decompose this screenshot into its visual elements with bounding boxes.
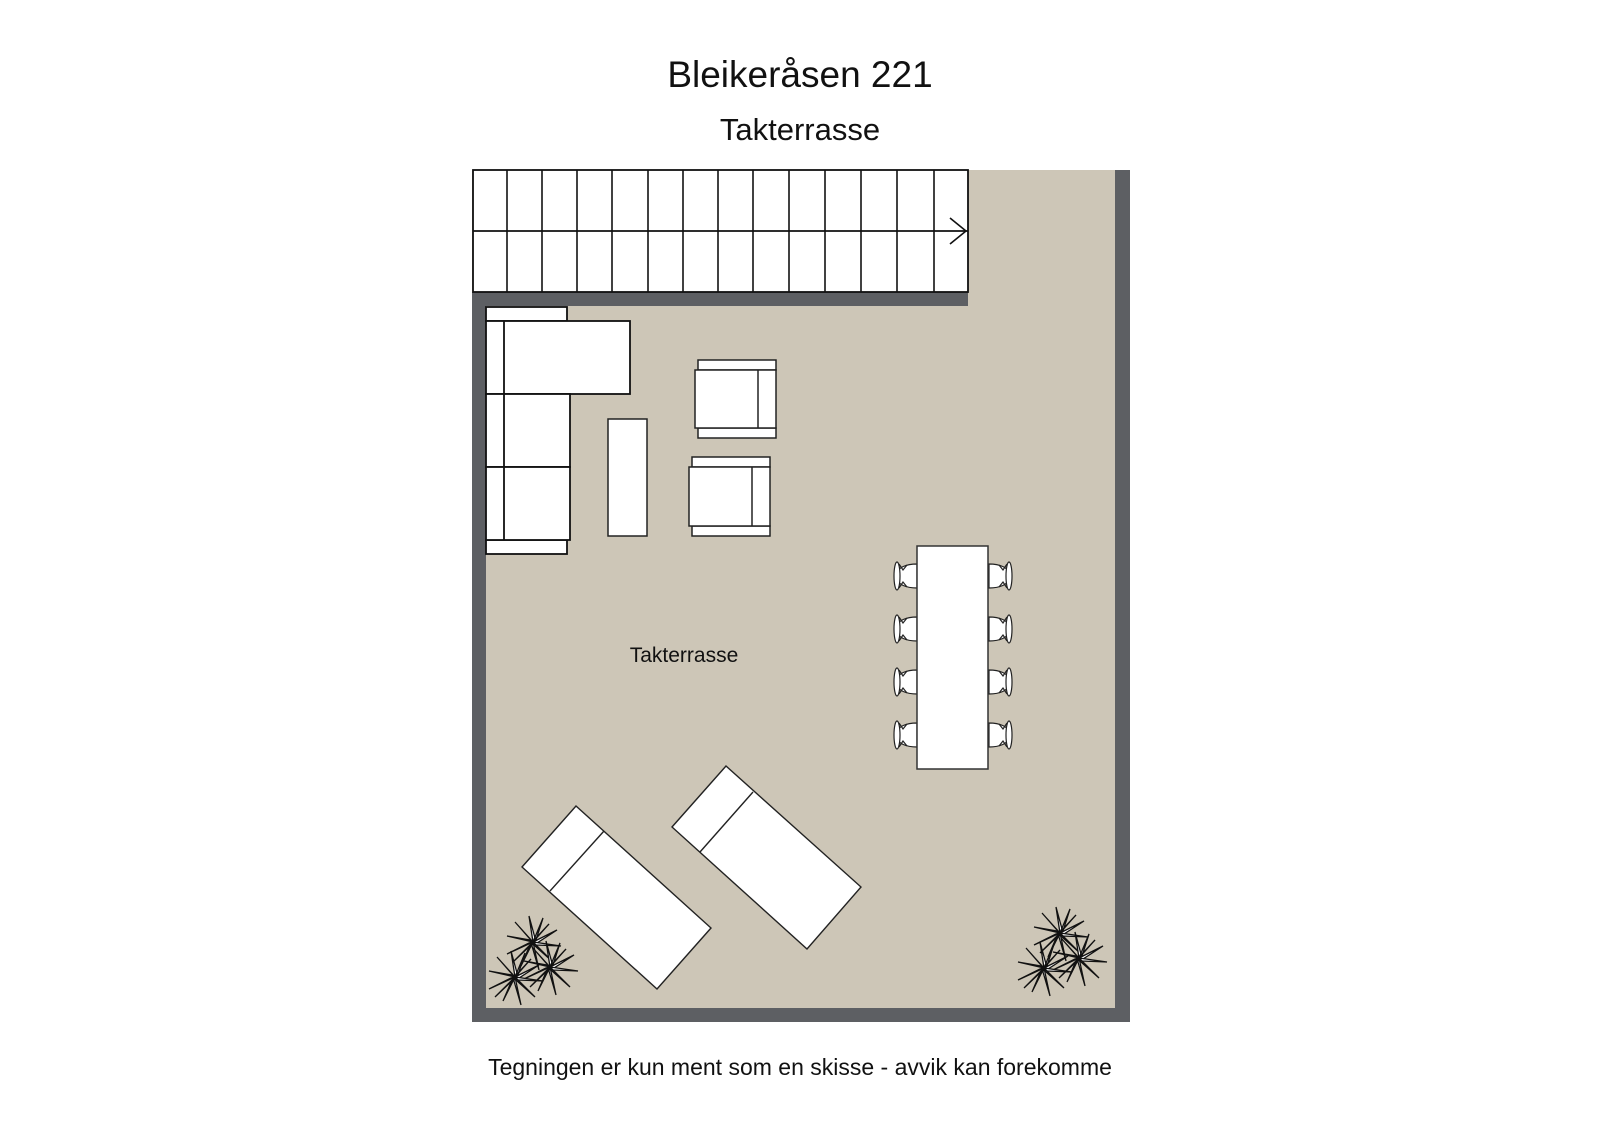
corner-sofa bbox=[485, 306, 631, 555]
dining-table bbox=[916, 545, 989, 770]
room-label: Takterrasse bbox=[630, 644, 739, 667]
sun-lounger-1 bbox=[521, 805, 712, 990]
plan-title: Bleikeråsen 221 bbox=[667, 54, 933, 95]
armchair-2 bbox=[688, 456, 771, 537]
plan-subtitle: Takterrasse bbox=[719, 112, 881, 147]
arrow-right-icon bbox=[949, 217, 968, 245]
disclaimer: Tegningen er kun ment som en skisse - av… bbox=[488, 1054, 1112, 1080]
coffee-table bbox=[607, 418, 648, 537]
armchair-1 bbox=[694, 359, 777, 439]
staircase bbox=[472, 169, 969, 293]
sun-lounger-2 bbox=[671, 765, 862, 950]
walls bbox=[472, 170, 1130, 1022]
